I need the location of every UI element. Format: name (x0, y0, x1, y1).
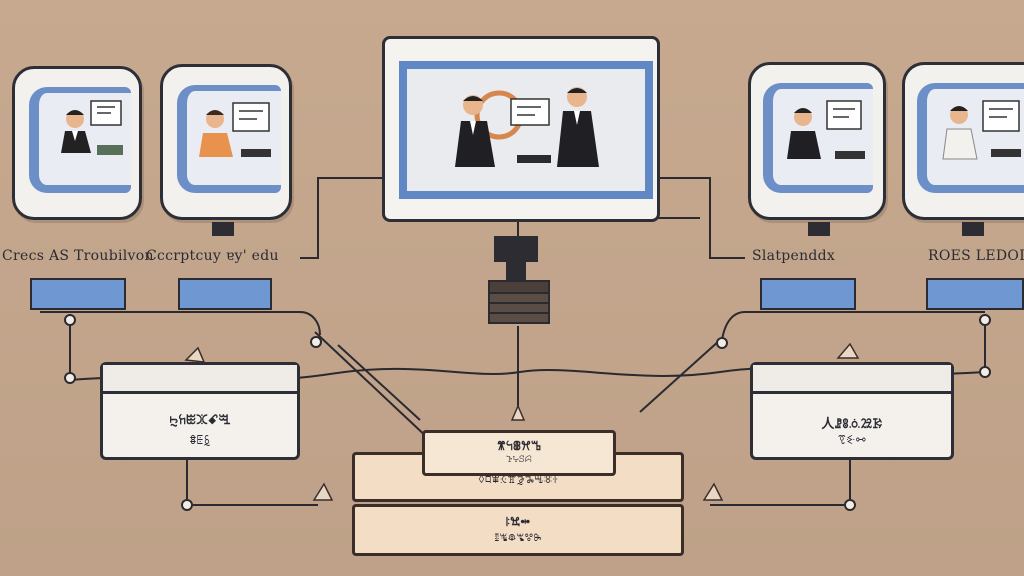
video-call-icon (61, 100, 123, 155)
server-icon (488, 236, 550, 326)
tray-4 (926, 278, 1024, 310)
monitor-2 (160, 64, 292, 220)
info-box-right-title: 人ꗗꗚꗝꗠꗣ (821, 417, 883, 432)
video-call-icon (942, 100, 1021, 160)
monitor-stand (962, 222, 984, 236)
info-box-left: ꖩꖷꖺꖼꗃꗅ ꗊꗍꗐ (100, 362, 300, 460)
info-box-left-subtitle: ꗊꗍꗐ (189, 433, 211, 447)
scroll-top-line3: ꕺꕼꕾꖀꖂꖄꖆꖈꖊꖌ (477, 473, 559, 486)
info-box-right-subtitle: ꗦꗩꗬ (837, 433, 867, 447)
scroll-banner-label: ꕨꕪꕬꕮꕰ ꕲꕴꕶꕸ (422, 430, 616, 476)
video-call-icon (787, 100, 865, 159)
arrow-marker-icon (184, 342, 860, 501)
presentation-board-icon (455, 87, 599, 167)
caption-left: Crecs AS Troubilvon (2, 248, 154, 264)
scroll-bottom-line1: ꖎꖐꖒ (505, 515, 531, 529)
main-presentation-screen (382, 36, 660, 222)
video-call-icon (199, 102, 271, 157)
scroll-bottom-line2: ꖔꖖꖘꖚꖜꖞ (494, 533, 542, 544)
info-box-right: 人ꗗꗚꗝꗠꗣ ꗦꗩꗬ (750, 362, 954, 460)
tray-2 (178, 278, 272, 310)
connector-node-icon (64, 314, 991, 511)
caption-right: ROES LEDOI (928, 248, 1024, 264)
caption-right-mid: Slatpenddx (752, 248, 836, 264)
monitor-4 (902, 62, 1024, 220)
caption-left-mid: Cccrptcuy ɐy' edu (146, 248, 279, 264)
monitor-1 (12, 66, 142, 220)
scroll-top-line1: ꕨꕪꕬꕮꕰ (496, 439, 542, 453)
scroll-banner-bottom: ꖎꖐꖒ ꖔꖖꖘꖚꖜꖞ (352, 504, 684, 556)
monitor-stand (212, 222, 234, 236)
tray-3 (760, 278, 856, 310)
info-box-left-title: ꖩꖷꖺꖼꗃꗅ (169, 413, 231, 428)
scroll-top-line2: ꕲꕴꕶꕸ (506, 455, 532, 465)
monitor-3 (748, 62, 886, 220)
monitor-stand (808, 222, 830, 236)
tray-1 (30, 278, 126, 310)
